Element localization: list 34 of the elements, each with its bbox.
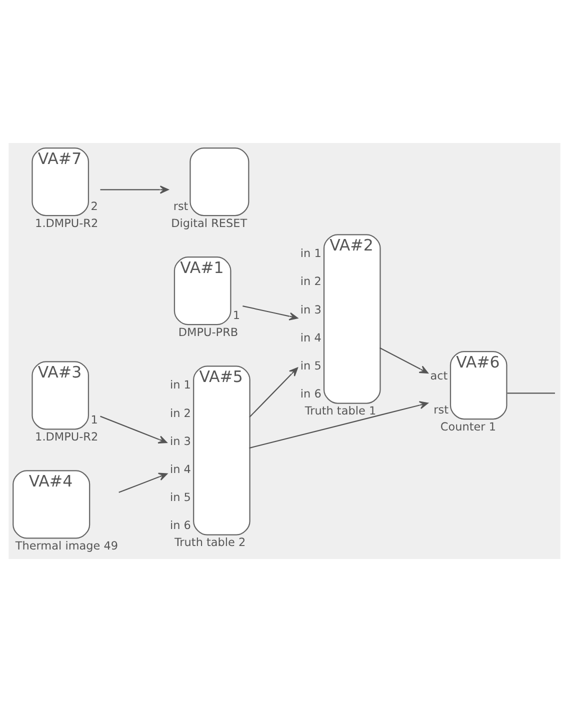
- node-label: 1.DMPU-R2: [35, 216, 98, 230]
- node-label: rst: [434, 403, 449, 416]
- node-label: 2: [90, 200, 98, 213]
- node-label: 1: [232, 308, 240, 322]
- node-label: in 3: [170, 434, 191, 448]
- node-label: rst: [173, 200, 188, 213]
- node-label: act: [430, 370, 448, 383]
- arrow: [380, 347, 428, 374]
- arrow: [242, 305, 298, 320]
- node-label: Counter 1: [440, 420, 496, 434]
- node-label: in 2: [300, 275, 322, 288]
- node-label: in 3: [300, 303, 322, 316]
- arrow: [100, 416, 168, 444]
- node-label: in 6: [170, 519, 191, 532]
- node-label: Truth table 2: [174, 536, 246, 550]
- arrow: [100, 186, 169, 194]
- node-label: Digital RESET: [171, 216, 248, 230]
- node-label: in 1: [300, 247, 322, 260]
- node-label: in 5: [300, 360, 322, 373]
- node-label: in 4: [170, 462, 191, 476]
- arrow: [249, 401, 428, 449]
- arrow: [118, 472, 168, 493]
- node-label: Thermal image 49: [15, 539, 118, 552]
- node-label: in 5: [170, 491, 191, 504]
- node-label: 1.DMPU-R2: [35, 430, 98, 444]
- node-label: in 2: [170, 406, 191, 420]
- node-label: 1: [90, 414, 98, 427]
- node-label: DMPU-PRB: [178, 326, 238, 339]
- node-label: in 4: [300, 331, 322, 344]
- arrow: [249, 367, 298, 418]
- connector: [507, 392, 555, 394]
- node-label: Truth table 1: [304, 404, 376, 418]
- node-label: in 1: [170, 378, 191, 392]
- node-label: in 6: [300, 388, 322, 401]
